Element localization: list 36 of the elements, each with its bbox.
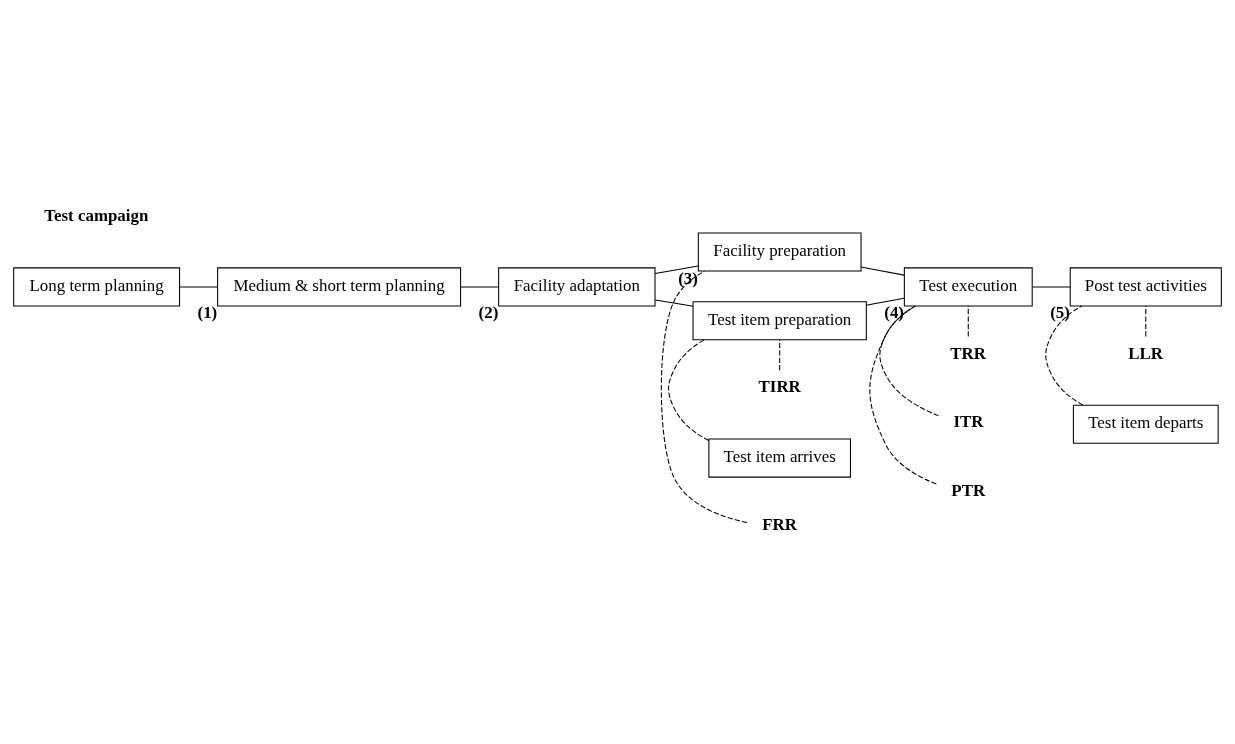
connector	[1145, 305, 1147, 337]
connector	[179, 285, 218, 287]
connector	[668, 338, 710, 441]
node-label: (3)	[678, 268, 698, 288]
node-text: TRR	[950, 343, 986, 363]
node-box: Test item preparation	[692, 300, 867, 340]
connector	[660, 270, 748, 523]
node-box: Test item arrives	[708, 438, 851, 478]
node-box: Long term planning	[13, 266, 181, 306]
connector	[879, 304, 939, 416]
connector	[869, 304, 937, 484]
node-label: (5)	[1050, 302, 1070, 322]
connector	[967, 305, 969, 337]
node-box: Post test activities	[1069, 266, 1222, 306]
node-label: (4)	[884, 302, 904, 322]
node-text: TIRR	[758, 376, 801, 396]
connector	[654, 265, 699, 274]
node-box: Test item departs	[1072, 404, 1219, 444]
node-label: (1)	[197, 302, 218, 322]
node-box: Facility adaptation	[498, 266, 656, 306]
node-box: Test execution	[903, 266, 1033, 306]
node-text: ITR	[953, 411, 984, 431]
connector	[654, 298, 694, 307]
connector	[1045, 304, 1084, 406]
connector	[1032, 285, 1071, 287]
connector	[460, 285, 499, 287]
connector	[779, 339, 781, 371]
connector	[860, 266, 905, 276]
label: Test campaign	[44, 205, 149, 225]
node-box: Facility preparation	[697, 232, 862, 272]
node-text: PTR	[951, 480, 986, 500]
node-text: LLR	[1128, 343, 1164, 363]
connector	[865, 297, 905, 306]
node-text: FRR	[762, 514, 797, 534]
node-box: Medium & short term planning	[217, 266, 462, 306]
node-label: (2)	[478, 302, 499, 322]
